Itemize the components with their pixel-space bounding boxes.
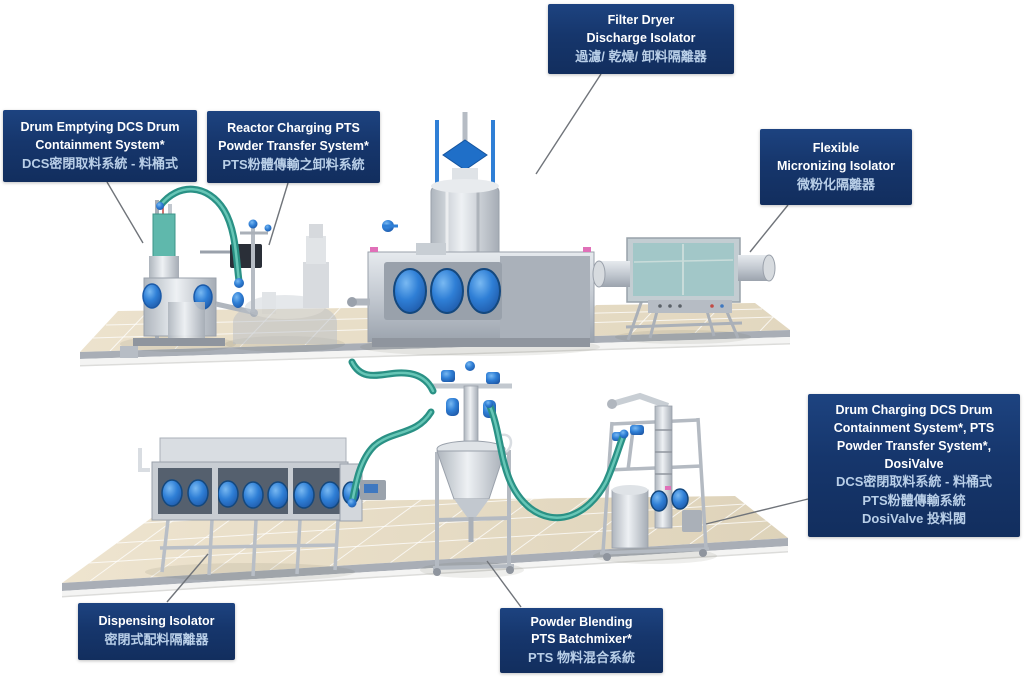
label-line-en: Discharge Isolator xyxy=(586,30,696,45)
label-dispensing-isolator: Dispensing Isolator 密閉式配料隔離器 xyxy=(78,603,235,660)
label-line-en: Reactor Charging PTS xyxy=(227,121,360,136)
label-line-zh: PTS粉體傳輸之卸料系統 xyxy=(222,156,365,172)
label-line-zh: DCS密閉取料系統 - 料桶式 xyxy=(835,474,992,490)
micronizing-isolator-unit xyxy=(592,237,776,341)
label-line-en: Powder Transfer System*, xyxy=(836,438,992,453)
dispensing-isolator-unit xyxy=(138,437,386,577)
batchmixer-unit xyxy=(428,361,515,576)
label-line-zh: DCS密閉取料系統 - 料桶式 xyxy=(21,155,178,171)
leader-lines xyxy=(106,73,809,608)
label-line-en: Micronizing Isolator xyxy=(776,158,896,173)
label-line-en: Drum Charging DCS Drum xyxy=(835,403,993,418)
label-filter-dryer: Filter Dryer Discharge Isolator 過濾/ 乾燥/ … xyxy=(548,4,734,74)
reactor-vessel xyxy=(233,224,337,344)
label-line-en: Powder Blending xyxy=(530,614,633,629)
label-line-en: Powder Transfer System* xyxy=(218,138,369,153)
label-line-zh: PTS 物料混合系統 xyxy=(528,650,635,666)
label-powder-blending: Powder Blending PTS Batchmixer* PTS 物料混合… xyxy=(500,608,663,673)
label-flexible-micronizing: Flexible Micronizing Isolator 微粉化隔離器 xyxy=(760,129,912,205)
label-drum-charging: Drum Charging DCS Drum Containment Syste… xyxy=(808,394,1020,537)
transfer-hoses xyxy=(156,185,628,522)
label-line-en: Filter Dryer xyxy=(607,13,675,28)
label-line-zh: 過濾/ 乾燥/ 卸料隔離器 xyxy=(575,48,707,64)
label-line-en: DosiValve xyxy=(884,456,944,471)
label-line-en: Containment System* xyxy=(35,137,165,152)
drum-charging-station xyxy=(599,392,710,561)
label-line-en: Containment System*, PTS xyxy=(833,421,995,436)
drum-emptying-station xyxy=(120,200,262,358)
label-reactor-charging: Reactor Charging PTS Powder Transfer Sys… xyxy=(207,111,380,183)
hose-fittings xyxy=(156,202,629,508)
label-line-en: Drum Emptying DCS Drum xyxy=(20,120,180,135)
reactor-charging-lance xyxy=(232,219,272,312)
label-line-zh: 微粉化隔離器 xyxy=(796,176,875,192)
label-line-zh: 密閉式配料隔離器 xyxy=(104,632,209,648)
label-line-zh: PTS粉體傳輸系統 xyxy=(862,492,966,508)
filter-dryer-machine xyxy=(347,112,595,347)
label-line-en: Dispensing Isolator xyxy=(98,614,215,629)
label-line-en: Flexible xyxy=(812,141,860,156)
label-line-zh: DosiValve 投料閥 xyxy=(861,511,967,527)
label-drum-emptying: Drum Emptying DCS Drum Containment Syste… xyxy=(3,110,197,182)
label-line-en: PTS Batchmixer* xyxy=(531,632,632,647)
